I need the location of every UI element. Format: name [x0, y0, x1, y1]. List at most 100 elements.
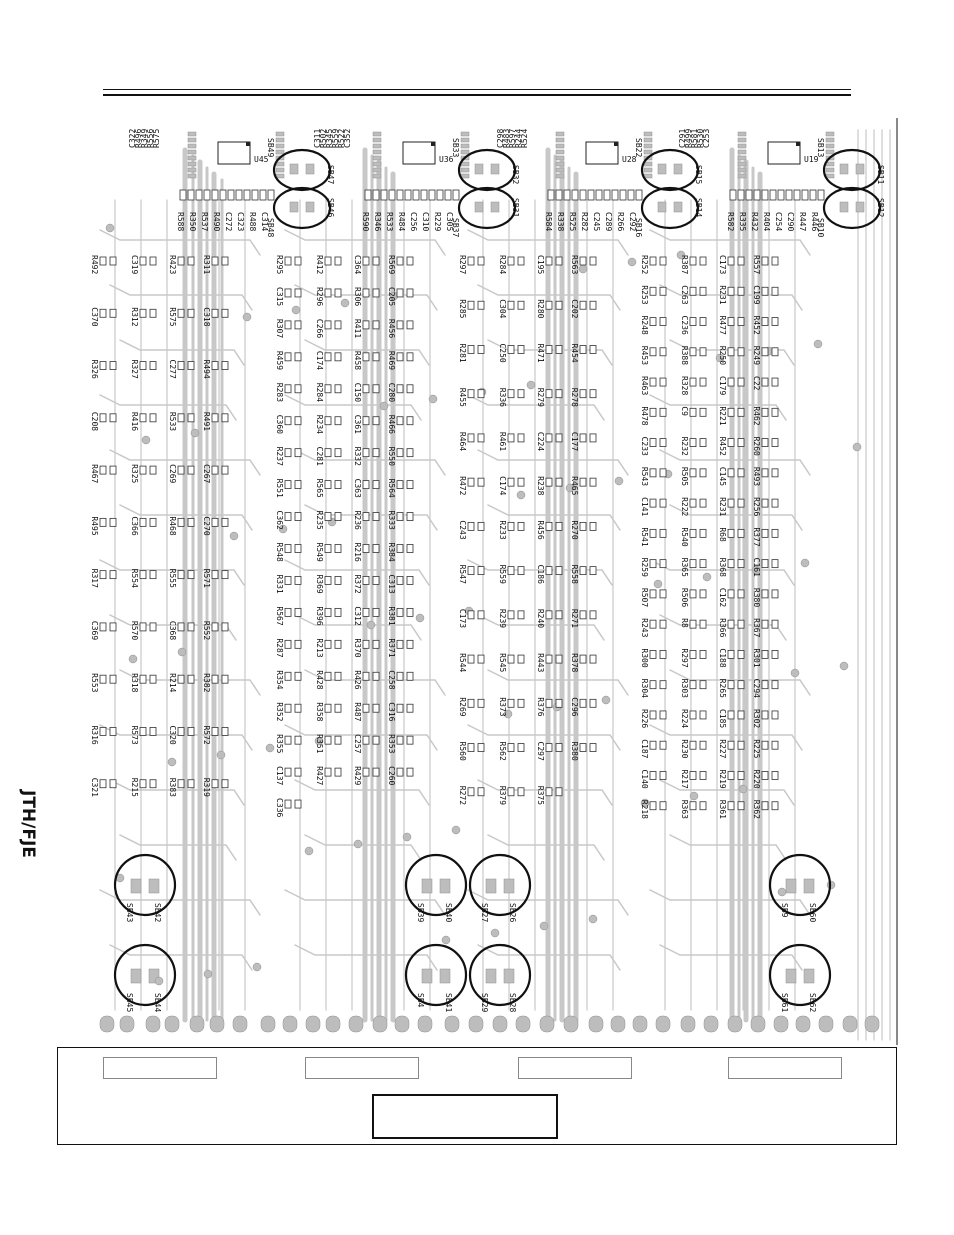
smd-pad	[603, 189, 611, 201]
component-label: R547	[458, 565, 467, 584]
smd-pad	[771, 680, 779, 690]
smd-pad	[589, 433, 597, 443]
signal-trace	[119, 504, 253, 531]
smd-pad	[324, 703, 332, 713]
component-label: C366	[130, 516, 139, 535]
component-label: R244	[514, 129, 523, 148]
component-label: C202	[570, 299, 579, 318]
smd-pad	[334, 703, 342, 713]
smd-pad	[221, 517, 229, 527]
signal-trace	[99, 559, 245, 586]
component-label: R416	[130, 412, 139, 431]
component-label: R328	[680, 376, 689, 395]
via	[578, 264, 588, 274]
smd-pad	[259, 189, 267, 201]
via	[128, 654, 138, 664]
ic-pad	[643, 161, 653, 167]
component-label: R248	[640, 316, 649, 335]
smd-pad	[187, 779, 195, 789]
smd-pad	[517, 654, 525, 664]
smd-pad	[467, 389, 475, 399]
component-label: R226	[640, 709, 649, 728]
signal-trace	[284, 889, 446, 916]
smd-pad	[727, 528, 735, 538]
component-label: C360	[275, 415, 284, 434]
smd-pad	[659, 377, 667, 387]
bridge-label: SB40	[444, 903, 453, 922]
component-label: R233	[498, 520, 507, 539]
signal-trace	[294, 449, 446, 476]
component-label: R281	[458, 343, 467, 362]
smd-pad	[243, 189, 251, 201]
smd-pad	[99, 622, 107, 632]
solder-bridge-outline	[457, 186, 517, 230]
solder-bridge-circle	[404, 943, 468, 1007]
signal-trace	[649, 394, 787, 421]
smd-pad	[294, 288, 302, 298]
bridge-pad	[130, 878, 142, 894]
smd-pad	[727, 801, 735, 811]
bridge-label: SB22	[634, 138, 643, 157]
smd-pad	[579, 389, 587, 399]
smd-pad	[761, 710, 769, 720]
smd-pad	[649, 619, 657, 629]
component-label: C250	[498, 343, 507, 362]
smd-pad	[149, 413, 157, 423]
component-label: R588	[176, 212, 185, 231]
smd-pad	[555, 610, 563, 620]
via	[402, 832, 412, 842]
smd-pad	[109, 622, 117, 632]
component-label: R238	[536, 476, 545, 495]
via	[105, 223, 115, 233]
component-label: R533	[168, 412, 177, 431]
smd-pad	[771, 771, 779, 780]
component-label: R326	[90, 360, 99, 379]
smd-pad	[771, 347, 779, 357]
smd-pad	[659, 438, 667, 447]
component-label: R472	[458, 476, 467, 495]
smd-pad	[284, 671, 292, 681]
via	[852, 442, 862, 452]
smd-pad	[284, 544, 292, 553]
component-label: R380	[752, 588, 761, 607]
component-label: R332	[353, 447, 362, 466]
smd-pad	[139, 361, 147, 370]
smd-pad	[699, 407, 707, 417]
smd-pad	[324, 735, 332, 745]
smd-pad	[372, 639, 380, 649]
component-label: R381	[387, 606, 396, 625]
component-label: C256	[409, 212, 418, 231]
bridge-pad	[503, 968, 515, 984]
smd-pad	[555, 345, 563, 354]
component-label: R471	[536, 343, 545, 362]
smd-pad	[771, 710, 779, 720]
bridge-pad	[421, 968, 433, 984]
smd-pad	[545, 433, 553, 443]
smd-pad	[579, 300, 587, 310]
smd-pad	[324, 607, 332, 617]
smd-pad	[727, 710, 735, 720]
smd-pad	[139, 256, 147, 266]
ic-pad	[275, 149, 285, 155]
component-label: C352	[343, 129, 352, 148]
smd-pad	[555, 743, 563, 752]
smd-pad	[406, 703, 414, 713]
smd-pad	[659, 619, 667, 629]
smd-pad	[187, 465, 195, 475]
bridge-label: SB45	[125, 993, 134, 1012]
smd-pad	[149, 622, 157, 632]
top-rule-2	[103, 94, 851, 96]
smd-pad	[372, 189, 380, 201]
component-label: R490	[212, 212, 221, 231]
component-label: C174	[498, 476, 507, 495]
ic-pad	[275, 137, 285, 143]
smd-pad	[139, 674, 147, 684]
edge-connector-pad	[164, 1015, 180, 1033]
smd-pad	[294, 320, 302, 330]
smd-pad	[195, 189, 203, 201]
smd-pad	[436, 189, 444, 201]
ic-pad	[275, 161, 285, 167]
edge-connector-pad	[818, 1015, 834, 1033]
smd-pad	[179, 189, 187, 201]
component-label: R68	[718, 527, 727, 542]
